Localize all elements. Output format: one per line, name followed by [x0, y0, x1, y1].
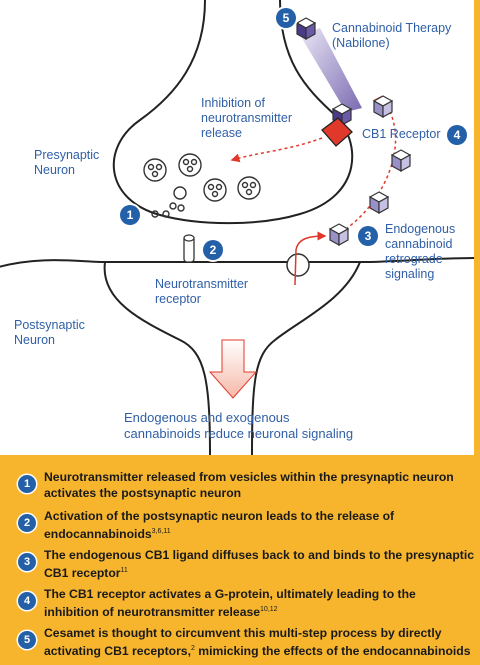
synapse-illustration [0, 0, 474, 455]
legend-badge: 1 [18, 475, 36, 493]
badge-3: 3 [358, 226, 378, 246]
signal-reduction-arrow [208, 339, 258, 399]
legend-text: The CB1 receptor activates a G-protein, … [44, 587, 416, 601]
reference-superscript: 10,12 [260, 606, 278, 613]
legend-text: Activation of the postsynaptic neuron le… [44, 509, 395, 523]
legend-badge: 3 [18, 553, 36, 571]
reference-superscript: 2 [190, 645, 195, 652]
legend-text: CB1 receptor [44, 566, 121, 581]
therapy-beam [300, 28, 362, 112]
nt-receptor-shape [183, 234, 195, 263]
label-summary: Endogenous and exogenous cannabinoids re… [124, 410, 354, 441]
reference-superscript: 11 [120, 567, 128, 574]
legend-text: The endogenous CB1 ligand diffuses back … [44, 548, 474, 562]
label-endogenous-signaling: Endogenous cannabinoid retrograde signal… [385, 222, 456, 281]
legend-badge: 4 [18, 592, 36, 610]
label-cannabinoid-therapy: Cannabinoid Therapy (Nabilone) [332, 21, 452, 50]
legend-text: inhibition of neurotransmitter release [44, 605, 261, 620]
legend-text: Neurotransmitter released from vesicles … [44, 470, 454, 484]
label-nt-receptor: Neurotransmitter receptor [155, 277, 249, 306]
cannabinoid-cubes [295, 17, 412, 247]
badge-1: 1 [120, 205, 140, 225]
badge-2: 2 [203, 240, 223, 260]
legend-text: endocannabinoids [44, 527, 152, 542]
label-cb1-receptor: CB1 Receptor [362, 127, 441, 141]
inhibition-arrow [230, 137, 323, 163]
cb1-receptor-shape [321, 117, 353, 147]
badge-5: 5 [276, 8, 296, 28]
legend-text: mimicking the effects of the endocannabi… [194, 644, 471, 659]
presynaptic-membrane [112, 0, 354, 225]
release-site [286, 253, 310, 277]
vesicles [143, 153, 261, 218]
synapse-diagram: 5 Cannabinoid Therapy (Nabilone) Inhibit… [0, 0, 480, 455]
legend-badge: 5 [18, 631, 36, 649]
reference-superscript: 3,6,11 [151, 528, 171, 535]
label-postsynaptic-neuron: Postsynaptic Neuron [14, 318, 85, 347]
legend-panel: 1 Neurotransmitter released from vesicle… [0, 455, 480, 665]
badge-4: 4 [447, 125, 467, 145]
legend-text: activating CB1 receptors, [44, 644, 191, 659]
legend-badge: 2 [18, 514, 36, 532]
label-presynaptic-neuron: Presynaptic Neuron [34, 148, 100, 177]
label-inhibition: Inhibition of neurotransmitter release [201, 96, 293, 140]
legend-text: activates the postsynaptic neuron [44, 486, 242, 500]
postsynaptic-membrane [0, 257, 474, 268]
legend-text: Cesamet is thought to circumvent this mu… [44, 626, 442, 640]
